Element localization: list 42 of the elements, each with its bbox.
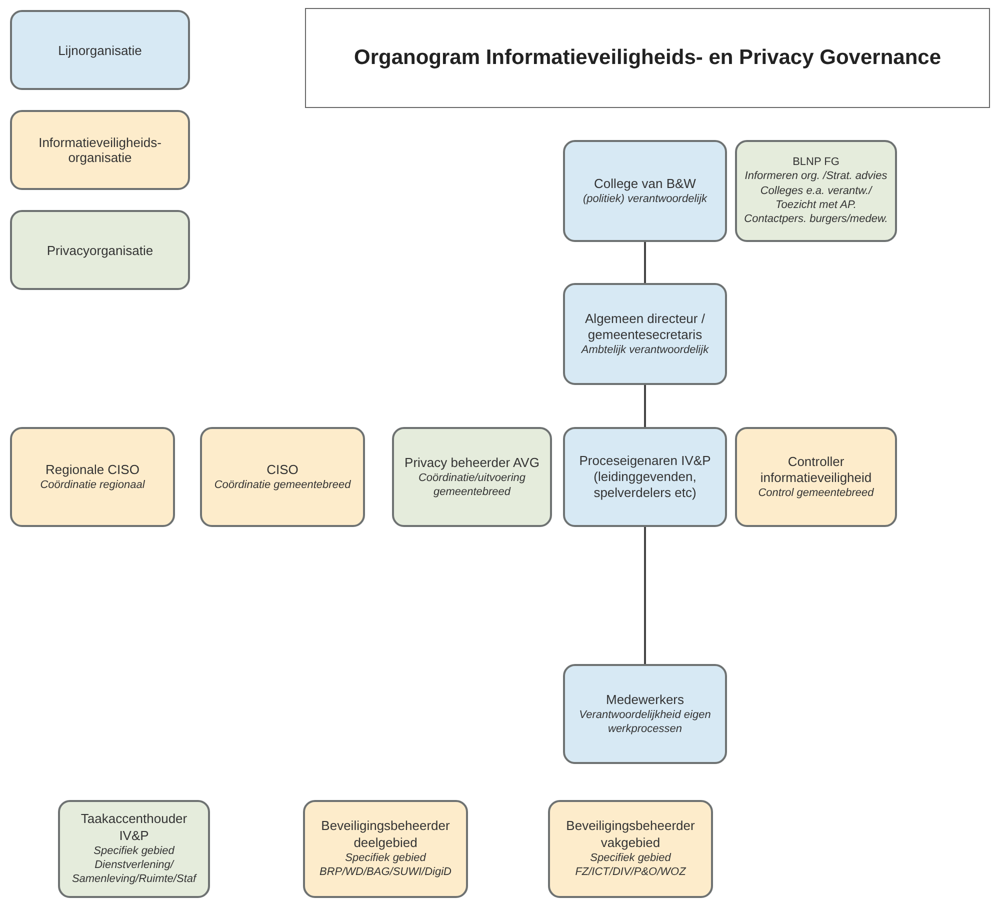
role-description: Verantwoordelijkheid eigen werkprocessen [578, 708, 712, 736]
role-box [392, 427, 552, 527]
role-box [735, 140, 897, 242]
role-description: Specifiek gebied FZ/ICT/DIV/P&O/WOZ [574, 850, 688, 880]
diagram-title: Organogram Informatieveiligheids- en Privacy Governance [305, 8, 990, 108]
role-box [303, 800, 468, 898]
role-description: Coördinatie regionaal [40, 478, 145, 492]
role-description: (politiek) verantwoordelijk [582, 192, 708, 206]
role-title: Controller informatieveiligheid [759, 454, 873, 486]
role-description: Ambtelijk verantwoordelijk [581, 343, 709, 358]
role-description: Specifiek gebied BRP/WD/BAG/SUWI/DigiD [318, 850, 452, 880]
role-box [10, 427, 175, 527]
role-title: Privacy beheerder AVG [404, 454, 540, 471]
role-title: Medewerkers [606, 692, 684, 708]
role-box [735, 427, 897, 527]
role-title: Regionale CISO [46, 462, 140, 478]
role-title: Proceseigenaren IV&P (leidinggevenden, spelverdelers etc) [578, 452, 712, 502]
role-box [548, 800, 713, 898]
role-title: Taakaccenthouder IV&P [80, 811, 188, 844]
connector-line [644, 385, 646, 427]
role-title: Beveiligingsbeheerder deelgebied [320, 818, 451, 851]
role-box [58, 800, 210, 898]
role-description: Control gemeentebreed [758, 486, 874, 500]
role-box [200, 427, 365, 527]
role-title: Algemeen directeur / gemeentesecretaris [584, 310, 706, 344]
role-box [563, 283, 727, 385]
role-box [563, 664, 727, 764]
role-description: Coördinatie gemeentebreed [214, 478, 351, 492]
connector-line [644, 242, 646, 283]
legend-swatch: Informatieveiligheids-organisatie [10, 110, 190, 190]
role-description: Coördinatie/uitvoering gemeentebreed [417, 470, 526, 500]
role-title: Beveiligingsbeheerder vakgebied [565, 818, 696, 851]
role-title: CISO [266, 462, 298, 478]
role-title: College van B&W [594, 176, 696, 192]
role-box [563, 140, 727, 242]
connector-line [644, 527, 646, 664]
legend-swatch: Lijnorganisatie [10, 10, 190, 90]
role-title: BLNP FG [792, 156, 840, 170]
legend-swatch: Privacyorganisatie [10, 210, 190, 290]
role-description: Informeren org. /Strat. advies Colleges e.a. verantw./ Toezicht met AP. Contactpers. burgers/medew. [743, 169, 889, 226]
role-box [563, 427, 727, 527]
role-description: Specifiek gebied Dienstverlening/ Samenleving/Ruimte/Staf [70, 844, 198, 887]
